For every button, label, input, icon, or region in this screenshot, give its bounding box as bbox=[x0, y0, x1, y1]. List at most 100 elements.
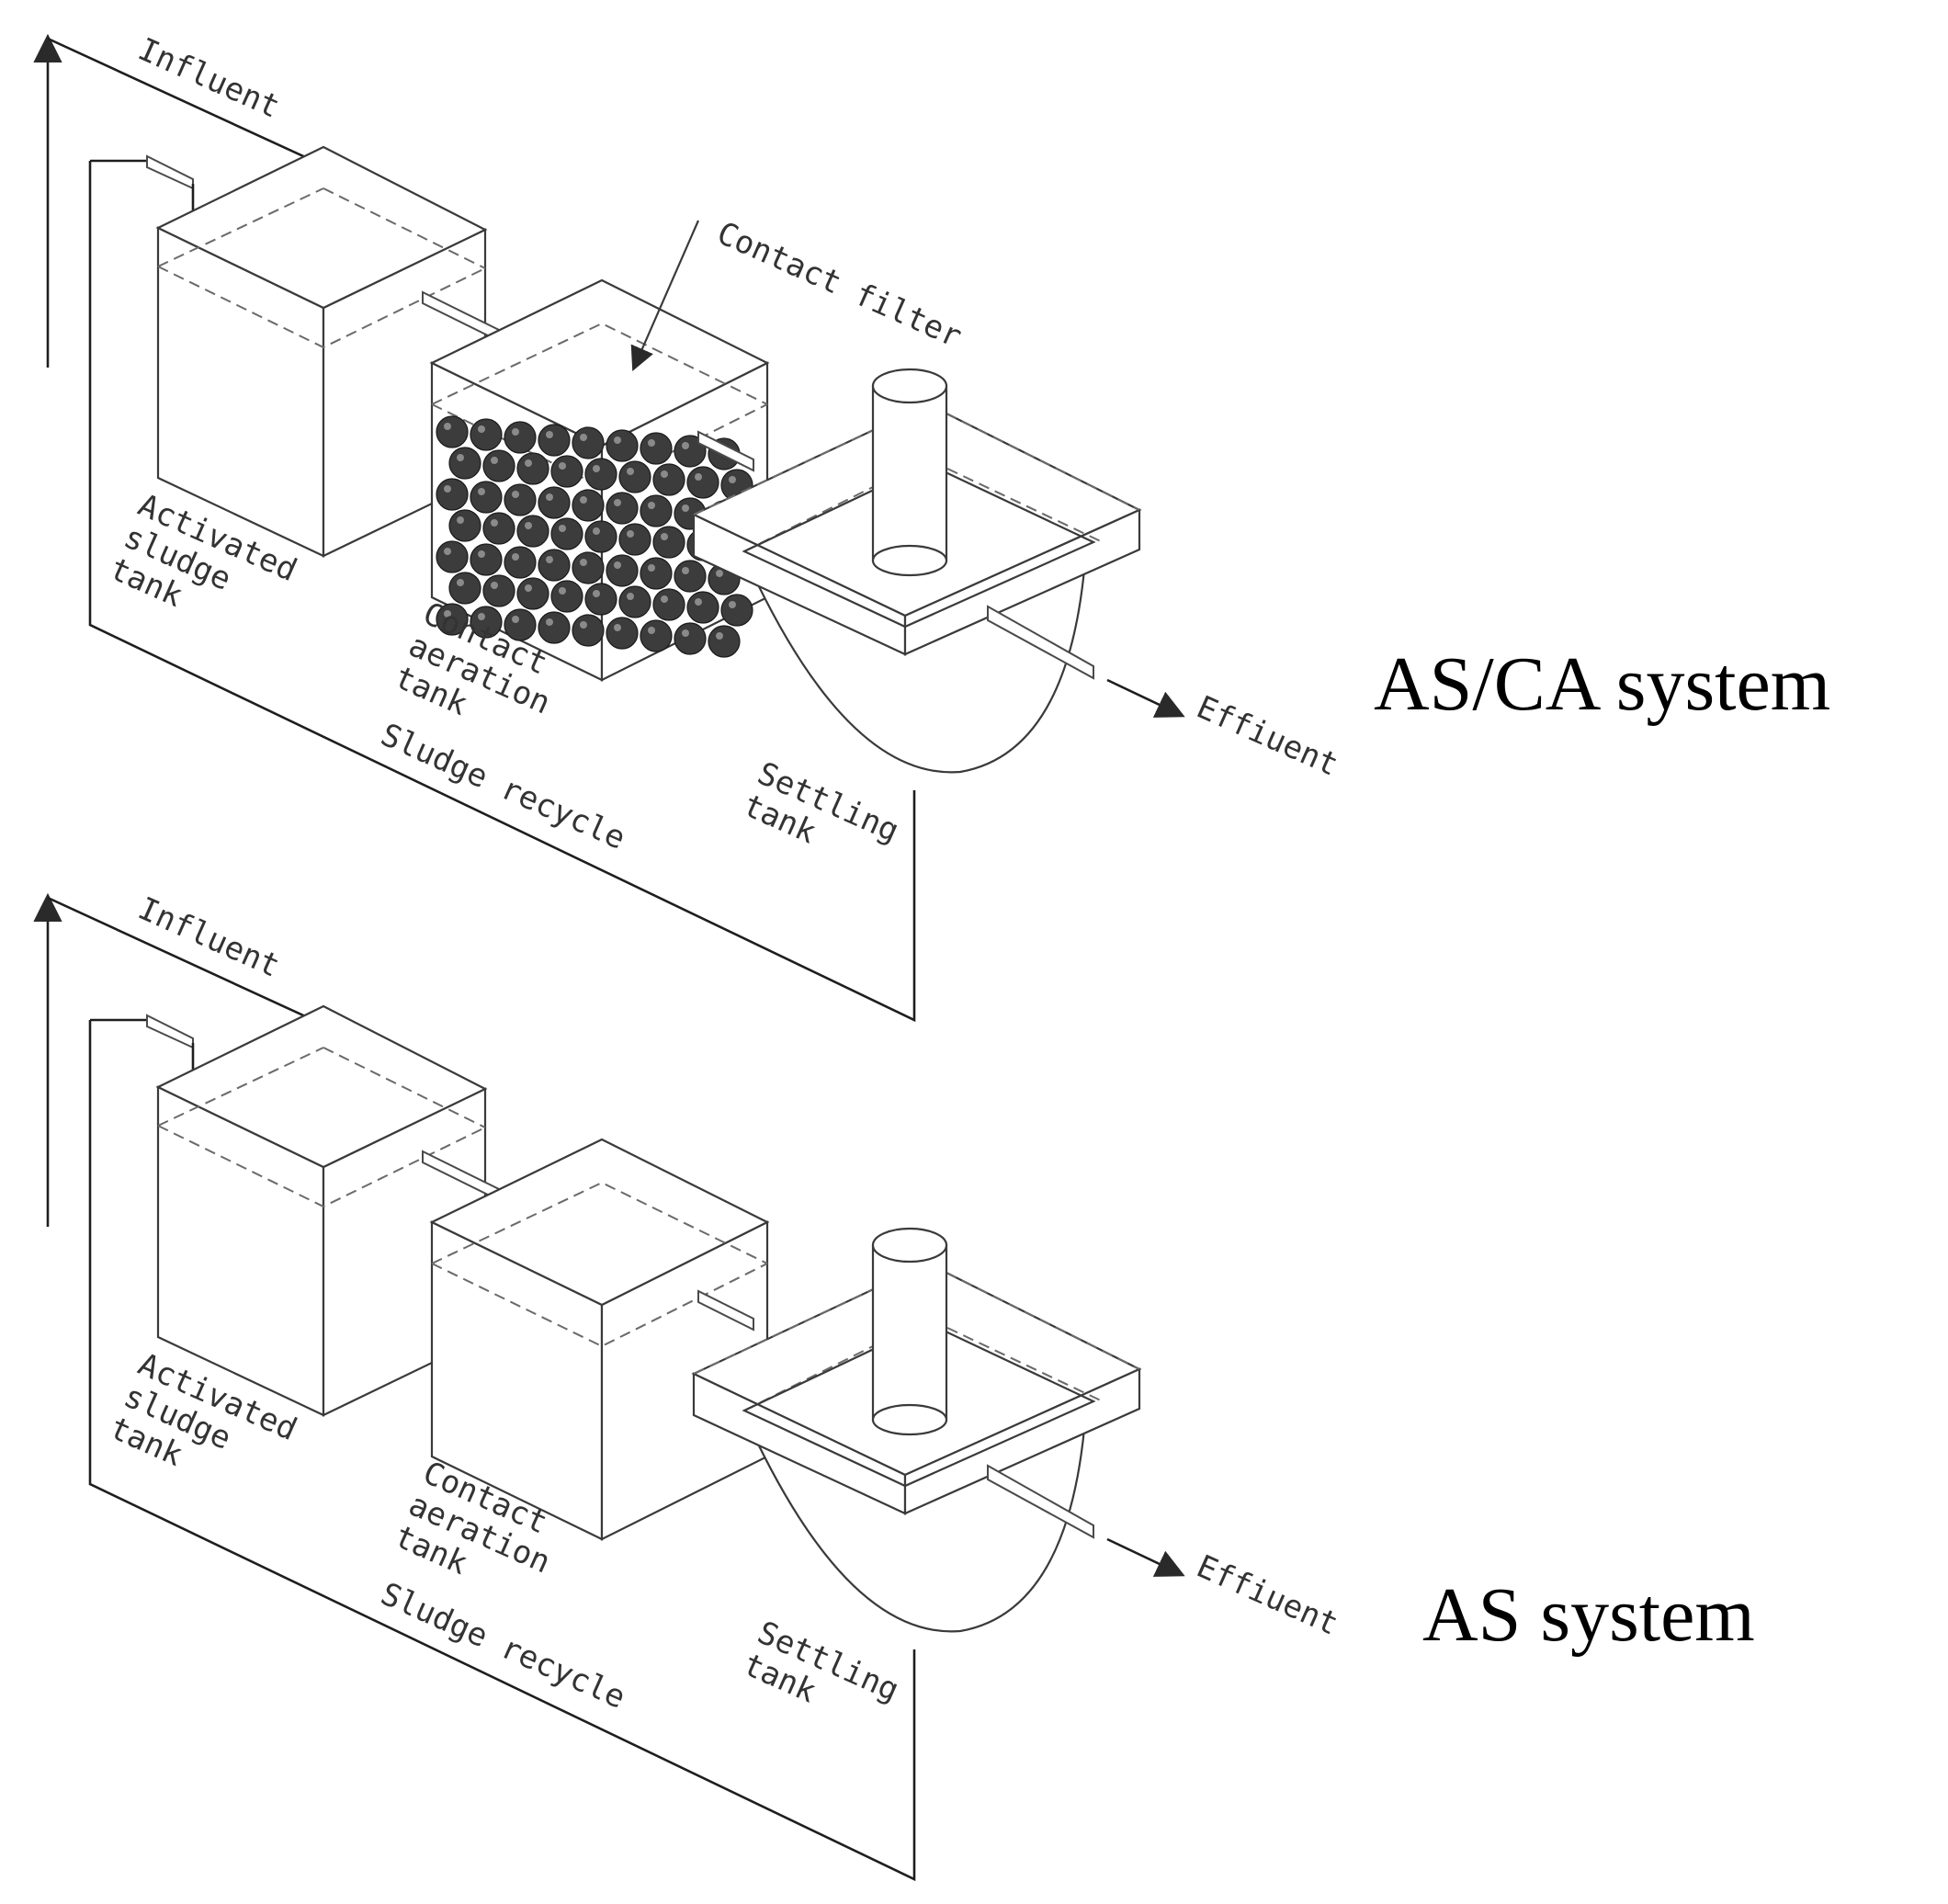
filter-media-ball bbox=[482, 512, 515, 545]
filter-media-ball bbox=[436, 478, 469, 511]
filter-media-ball-highlight bbox=[491, 457, 498, 464]
filter-media-ball bbox=[720, 594, 753, 627]
filter-media-ball-highlight bbox=[580, 559, 587, 566]
filter-media-ball-highlight bbox=[444, 610, 451, 618]
filter-media-ball bbox=[674, 622, 707, 655]
contact-filter-leader bbox=[630, 220, 700, 372]
filter-media-ball bbox=[436, 415, 469, 448]
filter-media-ball-highlight bbox=[661, 533, 668, 540]
filter-media-ball bbox=[686, 466, 719, 499]
filter-media-ball bbox=[448, 447, 481, 480]
filter-media-ball bbox=[504, 608, 537, 641]
filter-media-ball-highlight bbox=[546, 618, 553, 626]
filter-media-ball-highlight bbox=[661, 470, 668, 478]
filter-media-ball-highlight bbox=[593, 590, 600, 597]
filter-media-ball-highlight bbox=[478, 550, 485, 558]
filter-media-ball-highlight bbox=[559, 525, 566, 532]
filter-media-ball-highlight bbox=[627, 468, 634, 475]
filter-media-ball bbox=[652, 526, 685, 559]
filter-media-ball bbox=[606, 492, 639, 525]
filter-media-ball-highlight bbox=[512, 616, 519, 623]
effluent-arrow bbox=[1106, 678, 1185, 718]
filter-media-ball-highlight bbox=[627, 530, 634, 538]
filter-media-ball-highlight bbox=[648, 564, 655, 572]
filter-media-ball-highlight bbox=[716, 632, 723, 640]
sludge-recycle-label: Sludge recycle bbox=[375, 1576, 630, 1717]
filter-media-ball-highlight bbox=[525, 584, 532, 592]
filter-media-ball-highlight bbox=[648, 502, 655, 509]
filter-media-ball bbox=[572, 614, 605, 647]
panel-as-ca: Influent Contact filter Activated sludge… bbox=[33, 31, 1830, 1023]
filter-media-ball-highlight bbox=[512, 491, 519, 498]
filter-media-ball bbox=[584, 458, 617, 491]
filter-media-ball-highlight bbox=[457, 454, 464, 461]
contact-filter-label: Contact filter bbox=[711, 215, 967, 356]
filter-media-ball bbox=[572, 489, 605, 522]
filter-media-ball bbox=[538, 424, 571, 457]
filter-media-ball-highlight bbox=[525, 459, 532, 467]
filter-media-ball-highlight bbox=[580, 496, 587, 504]
filter-media-ball-highlight bbox=[546, 556, 553, 563]
filter-media-ball-highlight bbox=[695, 473, 702, 481]
filter-media-ball-highlight bbox=[444, 548, 451, 555]
settling-tank bbox=[691, 368, 1142, 774]
filter-media-ball-highlight bbox=[525, 522, 532, 529]
filter-media-ball-highlight bbox=[682, 442, 689, 449]
filter-media-ball bbox=[640, 619, 673, 652]
filter-media-ball bbox=[618, 523, 651, 556]
filter-media-ball-highlight bbox=[491, 519, 498, 527]
filter-media-ball bbox=[504, 483, 537, 516]
filter-media-ball bbox=[708, 625, 741, 658]
filter-media-ball-highlight bbox=[444, 485, 451, 493]
filter-media-ball bbox=[640, 557, 673, 590]
filter-media-ball-highlight bbox=[512, 553, 519, 561]
filter-media-ball-highlight bbox=[478, 425, 485, 433]
filter-media-ball-highlight bbox=[614, 561, 621, 569]
filter-media-ball bbox=[516, 515, 549, 548]
filter-media-ball-highlight bbox=[593, 465, 600, 472]
filter-media-ball bbox=[606, 554, 639, 587]
filter-media-ball-highlight bbox=[593, 527, 600, 535]
pipe-ca-to-settling bbox=[697, 1289, 754, 1332]
settling-tank bbox=[691, 1227, 1142, 1633]
filter-media-ball bbox=[618, 460, 651, 493]
filter-media-ball bbox=[686, 591, 719, 624]
filter-media-ball bbox=[470, 481, 503, 514]
filter-media-ball bbox=[436, 603, 469, 636]
filter-media-ball bbox=[538, 611, 571, 644]
filter-media-ball-highlight bbox=[478, 613, 485, 620]
filter-media-ball bbox=[550, 517, 583, 550]
filter-media-ball-highlight bbox=[614, 624, 621, 631]
filter-media-ball-highlight bbox=[648, 439, 655, 447]
filter-media-ball bbox=[618, 585, 651, 618]
filter-media-ball-highlight bbox=[491, 582, 498, 589]
system-title: AS/CA system bbox=[1374, 641, 1830, 727]
filter-media-ball bbox=[470, 543, 503, 576]
filter-media-ball-highlight bbox=[512, 428, 519, 436]
filter-media-ball bbox=[584, 520, 617, 553]
filter-media-ball bbox=[550, 455, 583, 488]
effluent-label: Effiuent bbox=[1191, 1548, 1343, 1643]
filter-media-ball bbox=[674, 560, 707, 593]
filter-media-ball bbox=[652, 588, 685, 621]
filter-media-ball bbox=[482, 449, 515, 482]
filter-media-ball bbox=[516, 577, 549, 610]
filter-media-ball-highlight bbox=[614, 436, 621, 444]
filter-media-ball bbox=[584, 583, 617, 616]
filter-media-ball bbox=[448, 572, 481, 605]
filter-media-ball-highlight bbox=[729, 601, 736, 608]
filter-media-ball bbox=[640, 494, 673, 527]
effluent-label: Effiuent bbox=[1191, 689, 1343, 784]
filter-media-ball-highlight bbox=[559, 462, 566, 470]
filter-media-ball bbox=[470, 606, 503, 639]
filter-media-ball bbox=[606, 429, 639, 462]
filter-media-ball-highlight bbox=[546, 493, 553, 501]
filter-media-ball bbox=[516, 452, 549, 485]
filter-media-ball-highlight bbox=[716, 570, 723, 577]
filter-media-ball bbox=[652, 463, 685, 496]
filter-media-ball bbox=[538, 549, 571, 582]
filter-media-ball-highlight bbox=[457, 579, 464, 586]
filter-media-ball-highlight bbox=[580, 621, 587, 629]
filter-media-ball-highlight bbox=[661, 595, 668, 603]
sludge-recycle-label: Sludge recycle bbox=[375, 717, 630, 857]
